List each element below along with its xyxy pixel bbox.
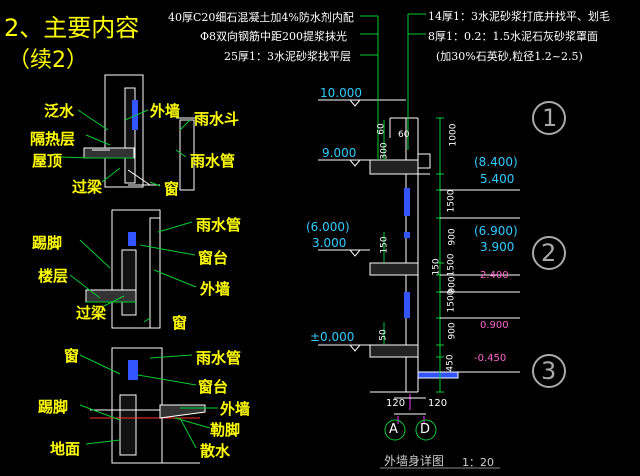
dim-150-a: 150 bbox=[379, 236, 390, 254]
elevation-leaders bbox=[318, 99, 406, 352]
label-plinth: 勒脚 bbox=[210, 421, 241, 439]
label-exterior-wall-2: 外墙 bbox=[200, 280, 231, 298]
label-window-sill-1: 窗台 bbox=[198, 249, 229, 267]
dim-50: 50 bbox=[378, 329, 389, 341]
slide-title: 2、主要内容 bbox=[4, 14, 140, 42]
elevation-minus-0450: -0.450 bbox=[474, 353, 507, 364]
dim-120-a: 120 bbox=[386, 398, 406, 409]
dim-1500-a: 1500 bbox=[446, 189, 457, 213]
label-downpipe-1: 雨水管 bbox=[190, 152, 236, 170]
label-exterior-wall-1: 外墙 bbox=[150, 102, 181, 120]
label-window-2: 窗 bbox=[172, 314, 188, 332]
ground-sketch bbox=[90, 347, 206, 464]
label-rain-hopper: 雨水斗 bbox=[194, 110, 240, 128]
section-circles bbox=[532, 101, 566, 388]
floor-sketch bbox=[85, 209, 161, 329]
dim-150-b: 150 bbox=[431, 258, 442, 276]
dim-1500-b: 1500 bbox=[446, 253, 457, 277]
elevation-10000: 10.000 bbox=[320, 86, 362, 100]
dim-120-b: 120 bbox=[428, 398, 448, 409]
label-downpipe-2: 雨水管 bbox=[196, 216, 242, 234]
label-insulation-layer: 隔热层 bbox=[30, 130, 76, 148]
dim-900-a: 900 bbox=[447, 228, 458, 246]
label-downpipe-3: 雨水管 bbox=[196, 349, 242, 367]
dim-1000: 1000 bbox=[448, 123, 459, 147]
label-apron: 散水 bbox=[200, 442, 231, 460]
label-lintel-1: 过梁 bbox=[72, 178, 103, 196]
label-exterior-wall-3: 外墙 bbox=[220, 400, 251, 418]
wall-section bbox=[369, 117, 459, 424]
label-lintel-2: 过梁 bbox=[76, 304, 107, 322]
note-roof-rebar: Φ8双向钢筋中距200提浆抹光 bbox=[200, 30, 348, 43]
slide-subtitle: （续2） bbox=[8, 48, 88, 73]
left-leaders bbox=[59, 109, 218, 449]
note-leaders bbox=[360, 13, 426, 160]
axis-d: D bbox=[420, 422, 431, 437]
elevation-2400: 2.400 bbox=[480, 270, 509, 281]
elevation-5400: 5.400 bbox=[480, 172, 515, 186]
elevation-6000: (6.000) bbox=[306, 220, 350, 234]
label-skirting-2: 踢脚 bbox=[38, 398, 69, 416]
dim-60-a: 60 bbox=[376, 123, 387, 135]
label-ground: 地面 bbox=[50, 440, 81, 458]
axis-a: A bbox=[389, 422, 398, 437]
note-roof-screed: 25厚1：3水泥砂浆找平层 bbox=[224, 50, 351, 63]
roof-sketch bbox=[83, 74, 198, 191]
label-window-3: 窗 bbox=[64, 347, 80, 365]
label-fanshui: 泛水 bbox=[44, 102, 75, 120]
section-mark-3: 3 bbox=[541, 357, 557, 385]
section-mark-2: 2 bbox=[541, 239, 557, 267]
elevation-0900: 0.900 bbox=[480, 320, 509, 331]
label-window-1: 窗 bbox=[164, 180, 180, 198]
dim-60-b: 60 bbox=[398, 130, 410, 140]
label-window-sill-2: 窗台 bbox=[198, 378, 229, 396]
elevation-0000: ±0.000 bbox=[310, 330, 355, 344]
label-roof: 屋顶 bbox=[32, 152, 63, 170]
drawing-caption: 外墙身详图 bbox=[384, 454, 445, 468]
dim-1500-c: 1500 bbox=[446, 289, 457, 313]
note-wall-base-coat: 14厚1：3水泥砂浆打底并找平、划毛 bbox=[428, 10, 610, 23]
elevation-8400: (8.400) bbox=[474, 155, 518, 169]
elevation-9000: 9.000 bbox=[322, 146, 357, 160]
label-skirting-1: 踢脚 bbox=[32, 234, 63, 252]
elevation-3000: 3.000 bbox=[312, 236, 347, 250]
elevation-3900: 3.900 bbox=[480, 240, 515, 254]
note-wall-finish-coat: 8厚1：0.2：1.5水泥石灰砂浆罩面 bbox=[428, 30, 598, 43]
dim-300: 300 bbox=[379, 142, 390, 160]
axis-circles bbox=[384, 419, 437, 441]
dim-900-c: 900 bbox=[447, 322, 458, 340]
note-quartz-sand: (加30%石英砂,粒径1.2~2.5) bbox=[436, 50, 583, 63]
drawing-scale: 1：20 bbox=[462, 456, 494, 469]
elevation-6900: (6.900) bbox=[474, 224, 518, 238]
elevation-leaders-right bbox=[440, 189, 520, 373]
section-mark-1: 1 bbox=[542, 104, 558, 132]
note-roof-concrete: 40厚C20细石混凝土加4%防水剂内配 bbox=[168, 11, 354, 24]
dim-450: 450 bbox=[445, 354, 456, 372]
label-floor: 楼层 bbox=[38, 267, 69, 285]
